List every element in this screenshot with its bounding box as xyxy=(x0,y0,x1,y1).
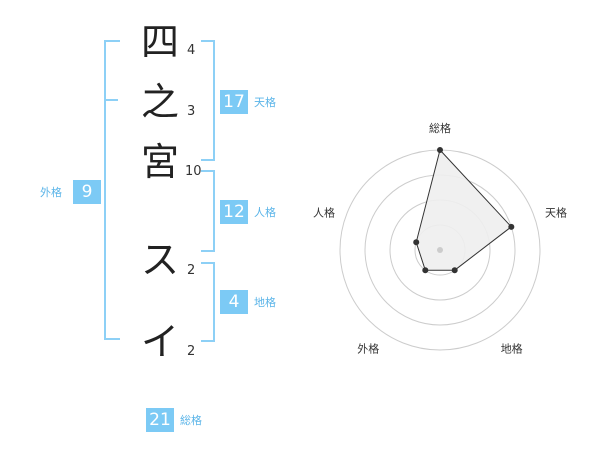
chikaku-bracket xyxy=(201,262,215,342)
radar-point xyxy=(437,147,443,153)
chikaku-value: 4 xyxy=(220,290,248,314)
stroke-count-5: 2 xyxy=(187,344,196,359)
jinkaku-bracket xyxy=(201,170,215,252)
name-char-2: 之 xyxy=(140,80,179,124)
name-char-4: ス xyxy=(140,238,179,282)
radar-point xyxy=(413,239,420,246)
radar-points xyxy=(413,147,515,274)
jinkaku-value: 12 xyxy=(220,200,248,224)
gaikaku-bracket xyxy=(104,40,120,340)
radar-point xyxy=(422,267,429,274)
name-char-1: 四 xyxy=(140,20,179,64)
soukaku-label: 総格 xyxy=(180,414,202,427)
radar-axis-label: 人格 xyxy=(313,205,335,219)
gaikaku-value: 9 xyxy=(73,180,101,204)
stroke-count-2: 3 xyxy=(187,104,196,119)
radar-axis-label: 外格 xyxy=(357,342,379,356)
radar-point xyxy=(451,267,458,274)
chikaku-label: 地格 xyxy=(254,296,276,309)
tenkaku-label: 天格 xyxy=(254,96,276,109)
radar-axis-label: 地格 xyxy=(501,342,523,356)
name-char-5: イ xyxy=(140,320,179,364)
radar-polygon xyxy=(415,148,513,271)
gaikaku-bracket-tick xyxy=(104,99,118,101)
jinkaku-label: 人格 xyxy=(254,206,276,219)
soukaku-value: 21 xyxy=(146,408,174,432)
gaikaku-label: 外格 xyxy=(40,186,62,199)
stroke-count-3: 10 xyxy=(185,164,202,179)
tenkaku-value: 17 xyxy=(220,90,248,114)
tenkaku-bracket xyxy=(201,40,215,161)
stroke-count-1: 4 xyxy=(187,43,196,58)
radar-center-dot xyxy=(437,247,443,253)
radar-axis-label: 総格 xyxy=(429,121,451,135)
radar-point xyxy=(508,223,515,230)
stroke-count-4: 2 xyxy=(187,263,196,278)
name-char-3: 宮 xyxy=(140,140,179,184)
radar-axis-label: 天格 xyxy=(545,205,567,219)
